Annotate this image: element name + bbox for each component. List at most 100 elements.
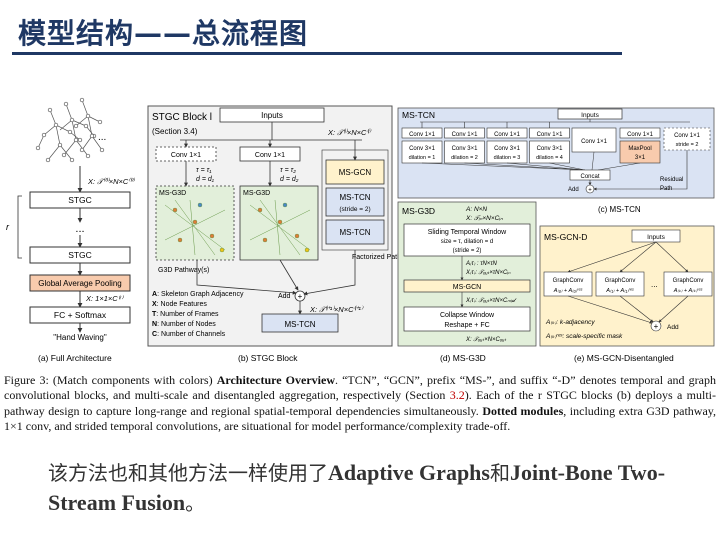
stgc-msg3d-b-label: MS-G3D (243, 190, 270, 197)
subcaption-d: (d) MS-G3D (440, 353, 486, 363)
note-prefix: 该方法也和其他方法一样使用了 (48, 461, 328, 485)
msgcnd-title: MS-GCN-D (544, 232, 587, 242)
stgc-mstcn-out-label: MS-TCN (284, 320, 315, 329)
subcaption-b: (b) STGC Block (238, 353, 298, 363)
sliding-window-param: size = τ, dilation = d (441, 239, 493, 245)
mstcn-branch-dilation: dilation = 1 (409, 155, 436, 161)
full-architecture-panel: ... X: 𝒯⁽⁰⁾×N×C⁽⁰⁾ STGC ... STGC r Globa… (6, 97, 135, 363)
sliding-window-label: Sliding Temporal Window (428, 229, 507, 236)
stgc-inputs-label: Inputs (261, 111, 283, 120)
tau-a: τ = τ₁ (196, 167, 212, 174)
graphconv-1 (595, 271, 645, 297)
mstcn-residual-conv (663, 127, 711, 151)
note-mid: 和 (489, 461, 510, 485)
caption-part-1: . “TCN”, “GCN”, prefix “MS-”, and suffix… (4, 373, 716, 403)
stgc-mstcn-out (261, 313, 339, 333)
d-b: d = d₂ (280, 176, 299, 183)
graphconv-0 (543, 271, 593, 297)
repeat-r-label: r (6, 222, 10, 232)
legend-entry: C: Number of Channels (152, 331, 226, 338)
title-underline (12, 52, 622, 55)
graph-mesh-icon (164, 199, 311, 256)
legend-text: : Number of Channels (157, 331, 226, 338)
figure-caption: Figure 3: (Match components with colors)… (4, 373, 716, 434)
sliding-window-box (403, 223, 531, 257)
stgc-mstcn (325, 187, 385, 217)
stgc-output-shape: X: 𝒯⁽ˡ⁺¹⁾×N×C⁽ˡ⁺¹⁾ (309, 305, 364, 314)
slide-title: 模型结构——总流程图 (18, 17, 309, 50)
skeleton-graph-icon (35, 97, 105, 163)
repeat-bracket (17, 195, 22, 259)
mstcn-branch-bottom-label: Conv 3×1 (409, 146, 436, 152)
msg3d-a-shape: A: N×N (465, 206, 487, 213)
msg3d-x-shape: X: 𝒯ᵢₙ×N×Cᵢₙ (465, 215, 503, 222)
stgc-label-2: STGC (68, 250, 92, 260)
mstcn-residual-stride: stride = 2 (676, 142, 699, 148)
mstcn-maxpool-label: MaxPool (628, 146, 651, 152)
caption-part-3: , including extra G3D pathway, 1×1 conv,… (4, 403, 717, 433)
architecture-figure: ... X: 𝒯⁽⁰⁾×N×C⁽⁰⁾ STGC ... STGC r Globa… (6, 97, 715, 363)
caption-bold-1: Architecture Overview (216, 373, 335, 387)
mstcn-pool-conv (619, 127, 661, 139)
stgc-block-section: (Section 3.4) (152, 127, 198, 136)
graphconv-0-label: GraphConv (553, 278, 584, 284)
slide-note: 该方法也和其他方法一样使用了Adaptive Graphs和Joint-Bone… (48, 458, 678, 518)
stgc-mstcn-label: MS-TCN (339, 193, 370, 202)
caption-bold-2: Dotted modules (482, 403, 564, 418)
msg3d-msgcn-label: MS-GCN (453, 284, 481, 291)
stgc-block-title: STGC Block l (152, 112, 212, 123)
note-bold-1: Adaptive Graphs (328, 460, 490, 485)
mstcn-maxpool (619, 140, 661, 164)
gap-label: Global Average Pooling (38, 279, 121, 288)
stgc-block-panel: STGC Block l (Section 3.4) Inputs X: 𝒯⁽ˡ… (147, 105, 414, 363)
ms-gcn-d-panel: MS-GCN-D Inputs GraphConv A₍₀₎ + A₍₀₎ʳᵉˢ… (539, 225, 715, 363)
legend-text: : Number of Frames (156, 311, 219, 318)
mstcn-branch-top-label: Conv 1×1 (537, 132, 564, 138)
mstcn-residual-label: Residual (660, 177, 683, 183)
graphconv-0-sub: A₍₀₎ + A₍₀₎ʳᵉˢ (553, 287, 583, 294)
stgc-conv-a-label: Conv 1×1 (171, 152, 201, 159)
stgc-mstcn-2 (325, 219, 385, 245)
svg-text:+: + (654, 322, 659, 331)
legend-key: X (152, 301, 157, 308)
legend-entry: N: Number of Nodes (152, 321, 216, 328)
tau-b: τ = τ₂ (280, 167, 296, 174)
stgc-add-label: Add (278, 293, 291, 300)
mstcn-concat-label: Concat (580, 174, 599, 180)
legend-key: A (152, 291, 157, 298)
mstcn-branch-bottom-label: Conv 3×1 (452, 146, 479, 152)
mstcn-conv-single-label: Conv 1×1 (581, 139, 608, 145)
pool-shape-label: X: 1×1×C⁽ʳ⁾ (85, 294, 124, 303)
svg-text:+: + (298, 292, 303, 301)
note-suffix: 。 (185, 491, 206, 515)
msgcnd-ares-note: A₍ₖ₎ʳᵉˢ: scale-specific mask (545, 333, 623, 340)
graphconv-k-sub: A₍ₖ₎ + A₍ₖ₎ʳᵉˢ (673, 287, 703, 294)
msgcnd-add-node (650, 320, 662, 332)
caption-part-2: ). Each of the r STGC blocks (b) deploys… (4, 388, 716, 418)
caption-section-ref[interactable]: 3.2 (449, 388, 465, 403)
d-a: d = d₁ (196, 176, 215, 183)
mstcn-branch-dilation: dilation = 3 (494, 155, 521, 161)
mstcn-branch-dilation: dilation = 4 (536, 155, 563, 161)
mstcn-add-label: Add (568, 187, 579, 193)
stgc-msgcn (325, 159, 385, 185)
legend-key: T (152, 311, 157, 318)
graphconv-1-label: GraphConv (605, 278, 636, 284)
caption-lead: Figure 3: (Match components with colors) (4, 373, 217, 387)
graphconv-dots: ... (651, 280, 658, 289)
legend-key: N (152, 321, 157, 328)
g3d-pathway-label: G3D Pathway(s) (158, 267, 209, 274)
msg3d-a-tau: A₍τ₎ : τN×τN (465, 261, 498, 267)
legend-text: : Skeleton Graph Adjacency (157, 291, 244, 298)
subcaption-e: (e) MS-GCN-Disentangled (574, 353, 674, 363)
skeleton-ellipsis: ... (98, 132, 106, 143)
msgcnd-add-label: Add (667, 324, 679, 331)
mstcn-residual-conv-label: Conv 1×1 (674, 133, 701, 139)
prediction-label: "Hand Waving" (53, 333, 107, 342)
mstcn-branch-conv1x1 (444, 127, 485, 139)
mstcn-title: MS-TCN (402, 110, 435, 120)
mstcn-branch-bottom-label: Conv 3×1 (494, 146, 521, 152)
msg3d-x-tau: X₍τ₎: 𝒯ₒᵤₜ×τN×Cᵢₙ (465, 269, 511, 276)
